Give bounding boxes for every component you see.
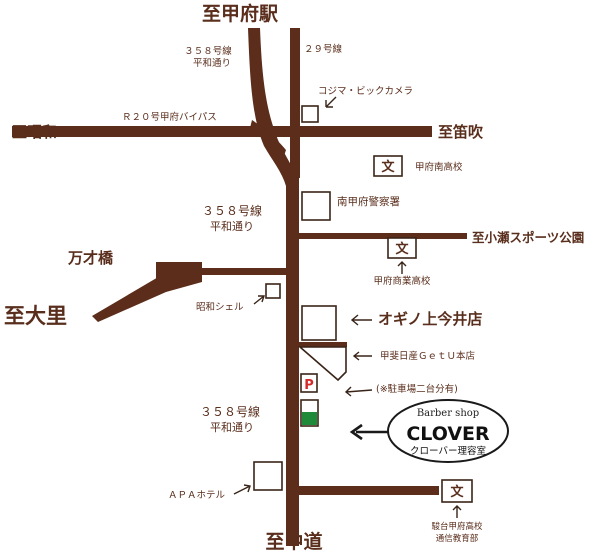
road-to-kose: [299, 233, 467, 239]
school-sundai-label-1: 駿台甲府高校: [431, 521, 483, 532]
parking-arrow-icon: [344, 386, 373, 397]
road-label-358-mid-2: 平和通り: [210, 220, 254, 233]
kojima-arrow-icon: [325, 96, 337, 108]
school-south-box: [373, 155, 403, 177]
shop-name: CLOVER: [406, 423, 490, 445]
school-south-label: 甲府南高校: [415, 161, 463, 173]
shop-tagline: Barber shop: [417, 408, 479, 419]
school-sundai-label-2: 通信教育部: [436, 533, 479, 544]
school-commerce-icon: 文: [395, 241, 409, 257]
kojima-label: コジマ・ビックカメラ: [318, 86, 413, 97]
ogino-building: [301, 305, 337, 341]
roads: [12, 28, 467, 546]
road-label-29: ２９号線: [304, 43, 343, 55]
school-commerce-arrow-icon: [397, 261, 407, 274]
road-label-358-mid-1: ３５８号線: [202, 203, 262, 218]
road-label-bypass: Ｒ２０号甲府バイパス: [122, 111, 217, 123]
road-label-358-low-1: ３５８号線: [200, 404, 260, 419]
road-junction-branch: [250, 120, 286, 156]
road-label-bridge: 万才橋: [67, 249, 114, 267]
road-label-358-top-1: ３５８号線: [184, 45, 232, 57]
shell-building: [265, 283, 281, 299]
school-commerce-label: 甲府商業高校: [373, 275, 431, 287]
police-building: [301, 191, 331, 221]
road-358-curve: [248, 28, 299, 186]
shell-arrow-icon: [253, 295, 265, 305]
apa-arrow-icon: [233, 484, 251, 495]
parking-label: (※駐車場二台分有): [376, 383, 458, 395]
school-commerce-box: [387, 237, 417, 259]
road-bottom-east: [299, 486, 439, 495]
road-r20-bypass: [12, 126, 432, 137]
dir-west-upper: 至昭和: [12, 123, 57, 141]
bridge-deck: [156, 262, 202, 282]
parking-marker: [300, 373, 318, 393]
nissan-lot: [297, 346, 347, 382]
dir-east-mid: 至小瀬スポーツ公園: [472, 230, 584, 245]
road-to-ogino: [299, 342, 347, 347]
police-label: 南甲府警察署: [337, 195, 400, 208]
dir-east-upper: 至笛吹: [438, 123, 484, 141]
kojima-building: [301, 105, 319, 123]
road-label-358-low-2: 平和通り: [210, 421, 254, 434]
road-label-358-top-2: 平和通り: [193, 58, 231, 69]
shop-subtitle: クローバー理容室: [410, 445, 486, 457]
shop-callout: [387, 399, 509, 463]
ogino-arrow-icon: [350, 314, 372, 326]
school-sundai-arrow-icon: [452, 505, 462, 518]
parking-icon: P: [304, 378, 314, 393]
apa-label: ＡＰＡホテル: [168, 490, 226, 501]
ogino-label: オギノ上今井店: [378, 310, 482, 328]
nissan-arrow-icon: [352, 351, 372, 361]
school-south-icon: 文: [381, 159, 395, 175]
nissan-label: 甲斐日産ＧｅｔＵ本店: [380, 350, 475, 362]
road-to-bridge: [198, 268, 288, 275]
road-route29: [290, 28, 300, 178]
shop-marker: [302, 412, 317, 425]
school-sundai-icon: 文: [450, 484, 464, 500]
school-sundai-box: [441, 479, 473, 503]
apa-building: [253, 461, 283, 491]
dir-north: 至甲府駅: [202, 2, 279, 25]
shell-label: 昭和シェル: [196, 302, 244, 313]
shop-arrow-head: [349, 423, 363, 441]
dir-west-lower: 至大里: [4, 304, 67, 328]
road-heiwa-dori: [286, 176, 299, 546]
dir-south: 至中道: [265, 530, 322, 553]
